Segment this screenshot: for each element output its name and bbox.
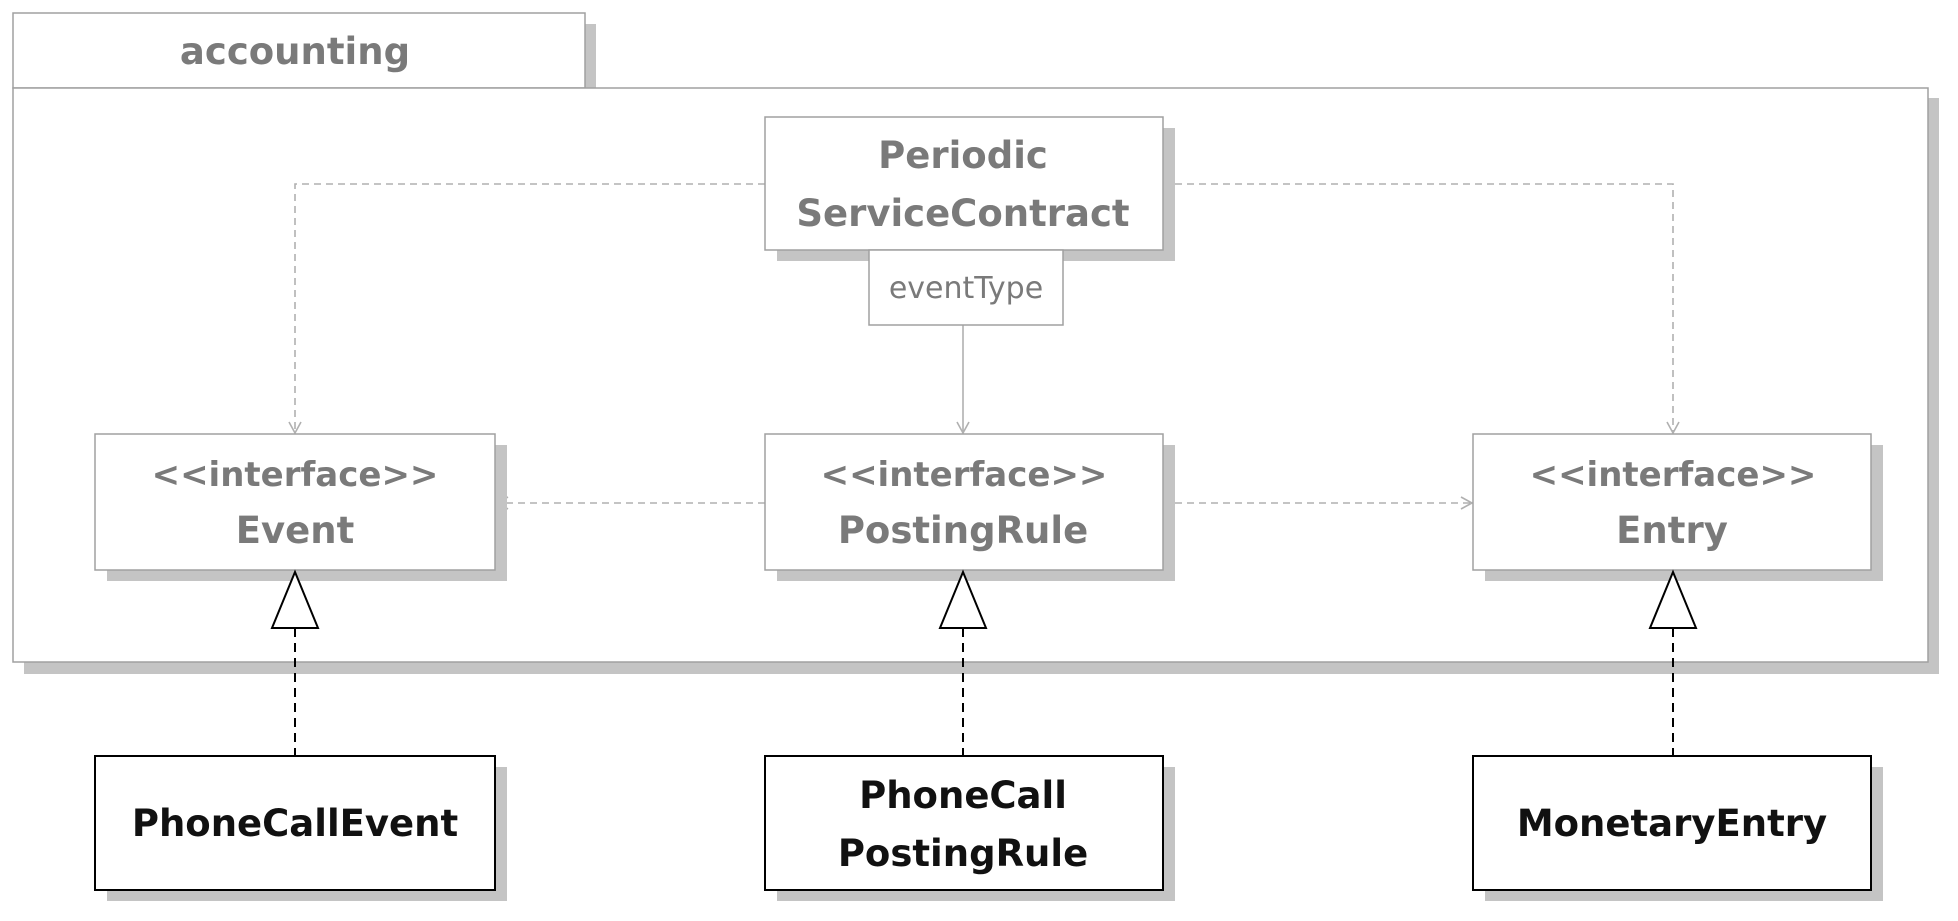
class-name: PhoneCallEvent xyxy=(132,802,458,845)
class-monetary-entry: MonetaryEntry xyxy=(1472,755,1883,901)
class-box xyxy=(764,433,1164,571)
realization-triangle-postingrule xyxy=(938,569,988,629)
stereotype-label: <<interface>> xyxy=(1530,455,1817,495)
class-name: PostingRule xyxy=(838,509,1088,552)
class-name: MonetaryEntry xyxy=(1517,802,1827,845)
interface-posting-rule: <<interface>> PostingRule xyxy=(764,433,1175,581)
interface-event: <<interface>> Event xyxy=(94,433,507,581)
dependency-contract-to-entry xyxy=(1163,183,1680,435)
class-phone-call-posting-rule: PhoneCall PostingRule xyxy=(764,755,1175,901)
class-name: Entry xyxy=(1616,509,1728,552)
class-box xyxy=(94,755,496,891)
qualifier-box xyxy=(868,249,1064,326)
class-periodic-service-contract: Periodic ServiceContract xyxy=(764,116,1175,261)
dependency-contract-to-event xyxy=(288,183,765,435)
qualifier-label: eventType xyxy=(889,271,1043,306)
package-name: accounting xyxy=(180,30,410,73)
class-box xyxy=(1472,433,1872,571)
qualifier-eventtype: eventType xyxy=(868,249,1064,326)
class-box xyxy=(764,755,1164,891)
realizations xyxy=(270,569,1698,755)
class-name: Event xyxy=(236,509,355,552)
class-box xyxy=(1472,755,1872,891)
class-name-line-1: Periodic xyxy=(878,134,1048,177)
class-name-line-2: ServiceContract xyxy=(796,192,1129,235)
stereotype-label: <<interface>> xyxy=(821,455,1108,495)
class-box xyxy=(94,433,496,571)
realization-triangle-entry xyxy=(1648,569,1698,629)
class-phone-call-event: PhoneCallEvent xyxy=(94,755,507,901)
interface-entry: <<interface>> Entry xyxy=(1472,433,1883,581)
class-name-line-1: PhoneCall xyxy=(859,774,1067,817)
class-name-line-2: PostingRule xyxy=(838,832,1088,875)
realization-triangle-event xyxy=(270,569,320,629)
stereotype-label: <<interface>> xyxy=(152,455,439,495)
dependencies xyxy=(288,183,1680,510)
